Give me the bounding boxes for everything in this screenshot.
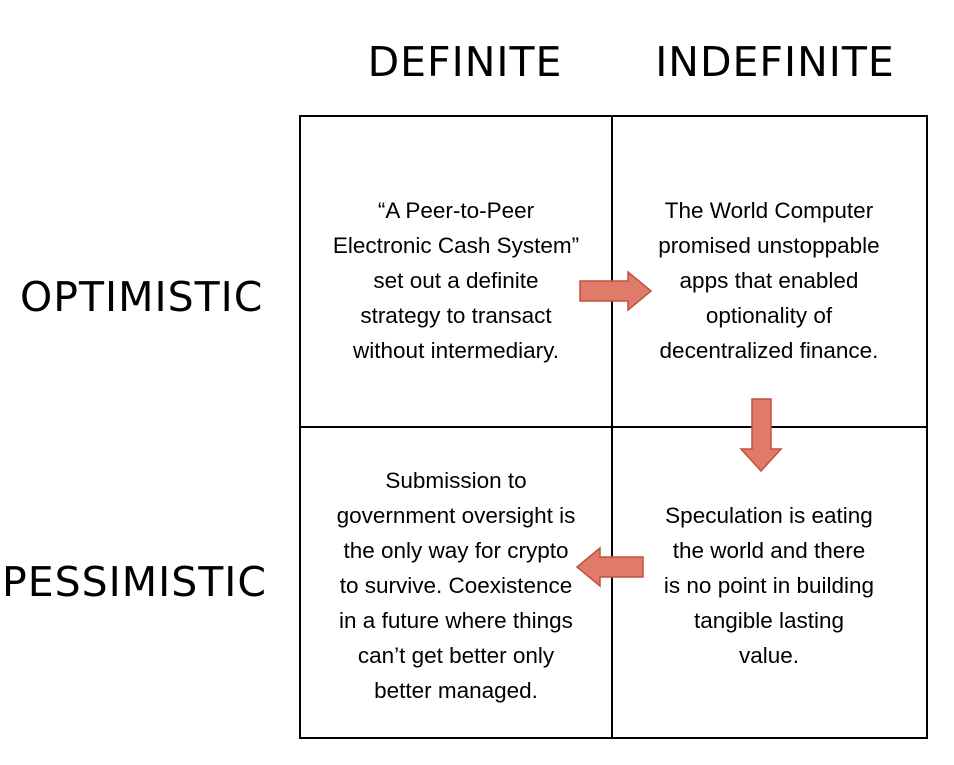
cell-text-line: value. [738,642,800,668]
cell-text-line: government oversight is [336,502,576,528]
cell-text-line: can’t get better only [357,642,555,668]
cell-text-line: the world and there [672,537,866,563]
row-header-pessimistic: PESSIMISTIC [2,558,268,606]
cell-text-line: “A Peer-to-Peer [377,197,535,223]
grid-horizontal-divider [299,426,928,428]
cell-text-line: strategy to transact [360,302,552,328]
cell-text-line: Submission to [385,467,527,493]
cell-text-line: set out a definite [373,267,539,293]
cell-optimistic-indefinite: The World Computer promised unstoppable … [618,190,920,370]
cell-text-line: Electronic Cash System” [332,232,580,258]
cell-pessimistic-indefinite: Speculation is eating the world and ther… [618,495,920,675]
cell-text-line: decentralized finance. [659,337,879,363]
column-header-definite: DEFINITE [367,38,563,86]
column-header-indefinite: INDEFINITE [655,38,895,86]
cell-text-line: to survive. Coexistence [339,572,573,598]
cell-text-line: the only way for crypto [343,537,569,563]
cell-text-line: promised unstoppable [658,232,880,258]
row-header-optimistic: OPTIMISTIC [20,273,264,321]
cell-text-line: apps that enabled [679,267,859,293]
cell-text-line: optionality of [705,302,833,328]
cell-text-line: The World Computer [664,197,874,223]
cell-text-line: in a future where things [339,607,573,633]
cell-text-line: without intermediary. [353,337,559,363]
cell-text-line: is no point in building [663,572,875,598]
cell-pessimistic-definite: Submission to government oversight is th… [306,460,606,710]
cell-text-line: tangible lasting [693,607,845,633]
cell-optimistic-definite: “A Peer-to-Peer Electronic Cash System” … [306,190,606,370]
cell-text-line: Speculation is eating [665,502,873,528]
cell-text-line: better managed. [374,677,538,703]
